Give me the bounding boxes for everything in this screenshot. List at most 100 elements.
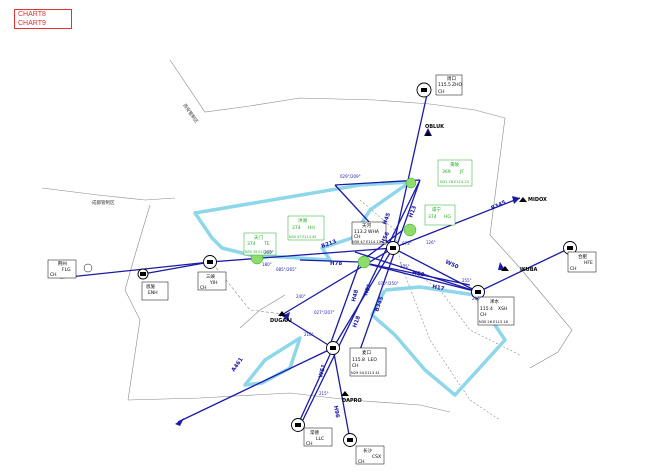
waypoint-midox-marker	[519, 197, 527, 202]
svg-text:荆州: 荆州	[58, 260, 67, 267]
waypoint-dugaai-marker	[278, 311, 286, 316]
svg-text:265°: 265°	[264, 250, 274, 255]
waypoint-markers	[278, 131, 527, 396]
svg-text:CH: CH	[480, 312, 487, 318]
route-label-h50: H50	[412, 270, 425, 278]
svg-text:周口: 周口	[447, 76, 456, 82]
svg-text:280°: 280°	[472, 296, 482, 301]
svg-text:CH: CH	[50, 272, 57, 278]
fix-box-xianning[interactable]: 咸宁 374 HG	[424, 204, 456, 226]
svg-text:WHA: WHA	[368, 229, 380, 235]
vor-stations	[83, 82, 577, 447]
route-label-b345: B345	[490, 200, 507, 212]
svg-text:CH: CH	[570, 266, 577, 272]
svg-text:HG: HG	[444, 214, 451, 220]
svg-text:180°: 180°	[262, 262, 272, 267]
chart-tab-list: CHART8 CHART9	[14, 9, 72, 29]
svg-text:255°: 255°	[462, 278, 472, 283]
navaid-box-fengjie[interactable]: 荆州 FLG CH	[47, 259, 77, 279]
svg-text:XSH: XSH	[498, 306, 507, 312]
navaid-box-hefei[interactable]: 合肥 HFE CH	[567, 251, 597, 273]
navaid-box-yichang[interactable]: 三峡 YIH CH	[197, 271, 227, 291]
chart-tab-chart8[interactable]: CHART8	[18, 11, 46, 18]
fix-huangpi-marker	[405, 177, 417, 189]
bearing-labels: 029°/209° 085°/265° 180° 265° 073° 126° …	[262, 174, 482, 396]
svg-text:115.4: 115.4	[480, 306, 493, 312]
navaid-box-zhoukou[interactable]: 周口 115.5 ZHO CH	[435, 74, 462, 96]
waypoint-label-obluk: OBLUK	[425, 124, 445, 130]
svg-text:N30 26 E115 16: N30 26 E115 16	[479, 320, 509, 324]
waypoint-label-dapro: DAPRO	[342, 398, 362, 404]
svg-text:369: 369	[442, 169, 451, 175]
route-label-h13: H13	[408, 205, 418, 219]
route-label-h17: H17	[432, 284, 445, 292]
navaid-box-changsha[interactable]: 长沙 CSX CH	[355, 445, 385, 465]
svg-text:HH: HH	[308, 225, 315, 231]
fix-xianning-marker	[403, 223, 417, 237]
route-label-b345-south: B345	[374, 296, 385, 313]
waypoint-dapro-marker	[341, 391, 349, 396]
svg-text:CH: CH	[438, 89, 445, 95]
vor-icons	[140, 88, 573, 442]
route-label-w51: W51	[318, 364, 327, 379]
svg-text:374: 374	[247, 241, 256, 247]
svg-text:麦口: 麦口	[362, 349, 371, 356]
route-label-h78: H78	[330, 261, 342, 267]
route-label-h48: H48	[351, 289, 360, 303]
waypoint-label-ikuba: IKUBA	[520, 267, 538, 273]
svg-text:240°: 240°	[296, 294, 306, 299]
svg-text:HFE: HFE	[584, 260, 593, 266]
waypoint-ikuba-marker	[501, 266, 509, 271]
svg-text:CH: CH	[352, 363, 359, 369]
waypoint-label-midox: MIDOX	[528, 197, 547, 203]
svg-text:LLC: LLC	[316, 436, 324, 442]
area-label-west: 成都管制区	[92, 199, 115, 206]
svg-text:210°: 210°	[304, 332, 314, 337]
svg-text:CH: CH	[354, 234, 361, 240]
chart-tab-chart9[interactable]: CHART9	[18, 20, 46, 27]
route-label-w50: W50	[444, 259, 459, 270]
svg-text:合肥: 合肥	[578, 253, 587, 260]
svg-text:113.2: 113.2	[354, 229, 367, 235]
waypoint-obluk-marker	[425, 131, 431, 136]
svg-text:浠水: 浠水	[490, 298, 499, 305]
svg-text:黄陂: 黄陂	[450, 161, 459, 168]
navaid-box-xishui[interactable]: 浠水 115.4 XSH CH N30 26 E115 16	[477, 296, 515, 326]
navaid-box-wuhan[interactable]: 天河 113.2 WHA CH N30 47 E114 13	[351, 221, 387, 245]
route-label-a461: A461	[231, 357, 245, 373]
svg-text:085°/265°: 085°/265°	[276, 267, 297, 272]
svg-text:115.5: 115.5	[438, 82, 451, 88]
svg-text:YIH: YIH	[209, 280, 217, 286]
svg-text:073°: 073°	[402, 241, 412, 246]
fix-honghu-marker	[357, 255, 371, 269]
route-label-h56: H56	[380, 231, 391, 245]
svg-text:LEO: LEO	[368, 357, 377, 363]
fix-box-huangpi[interactable]: 黄陂 369 JF N31 18 E114 23	[437, 159, 473, 187]
svg-text:027°/207°: 027°/207°	[314, 310, 335, 315]
navaid-box-enshi[interactable]: 恩施 ENH	[141, 281, 169, 301]
svg-text:105°: 105°	[400, 264, 410, 269]
svg-text:FLG: FLG	[62, 267, 71, 273]
svg-text:374: 374	[292, 225, 301, 231]
svg-text:N29 54 E113 41: N29 54 E113 41	[351, 371, 380, 375]
navaid-box-lishan[interactable]: 麦口 115.8 LEO CH N29 54 E113 41	[349, 347, 387, 377]
svg-text:070°/250°: 070°/250°	[378, 281, 399, 286]
svg-text:CH: CH	[358, 459, 365, 465]
airway-routes	[59, 89, 571, 441]
fix-box-tianmen[interactable]: 天门 374 TE N30 39 E113 09	[243, 232, 277, 256]
route-label-h51: H51	[363, 283, 373, 297]
navaid-box-changde[interactable]: 常德 LLC CH	[303, 427, 333, 447]
waypoint-label-dugaai: DUGAAI	[270, 318, 292, 324]
route-label-h96: H96	[332, 405, 340, 418]
svg-text:215°: 215°	[319, 391, 329, 396]
svg-text:ENH: ENH	[148, 290, 158, 296]
svg-text:ZHO: ZHO	[452, 82, 462, 88]
svg-text:天河: 天河	[362, 222, 371, 229]
svg-text:咸宁: 咸宁	[432, 206, 441, 213]
svg-text:恩施: 恩施	[146, 283, 155, 290]
route-labels: B345 H78 H50 H17 W50 B213 H45 H13 H48 H5…	[231, 200, 507, 419]
fix-box-honghu[interactable]: 洪湖 374 HH N30 47 E113 44	[287, 215, 325, 241]
route-label-h45: H45	[382, 212, 392, 226]
svg-text:常德: 常德	[310, 429, 319, 436]
